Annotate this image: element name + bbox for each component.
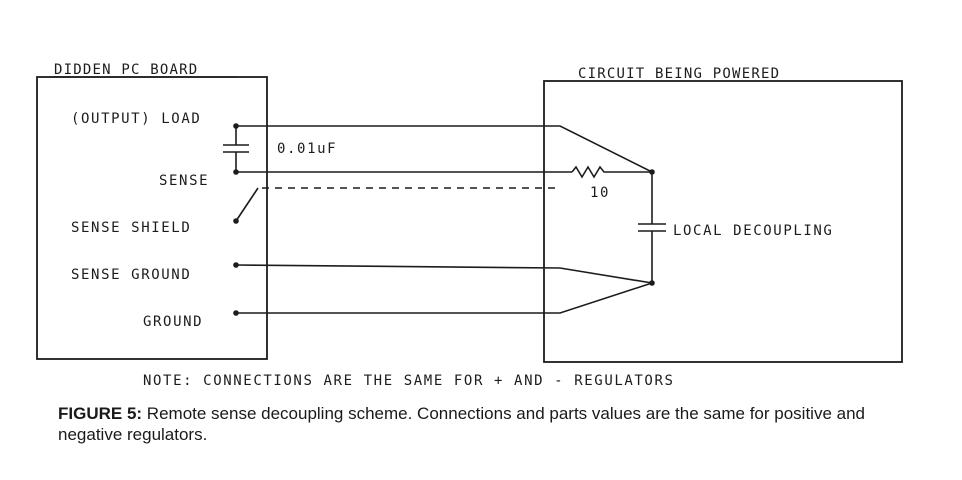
powered-circuit-box	[543, 80, 903, 363]
figure-caption-label: FIGURE 5:	[58, 404, 143, 423]
load-wire	[236, 125, 653, 173]
ground-wire	[236, 282, 653, 314]
resistor-value-label: 10	[590, 185, 610, 201]
diagram-note: NOTE: CONNECTIONS ARE THE SAME FOR + AND…	[143, 373, 675, 389]
sense-shield-link	[235, 187, 259, 222]
output-load-label: (OUTPUT) LOAD	[71, 111, 201, 127]
board-capacitor	[223, 126, 249, 172]
figure-caption: FIGURE 5: Remote sense decoupling scheme…	[58, 403, 928, 445]
ground-label: GROUND	[143, 314, 203, 330]
sense-ground-wire	[235, 264, 653, 284]
powered-circuit-title: CIRCUIT BEING POWERED	[578, 66, 780, 82]
sense-shield-label: SENSE SHIELD	[71, 220, 191, 236]
capacitor-value-label: 0.01uF	[277, 141, 337, 157]
schematic-diagram: DIDDEN PC BOARD CIRCUIT BEING POWERED (O…	[36, 62, 903, 389]
local-decoupling-label: LOCAL DECOUPLING	[673, 223, 833, 239]
sense-resistor	[571, 165, 652, 179]
sense-ground-label: SENSE GROUND	[71, 267, 191, 283]
sense-label: SENSE	[159, 173, 209, 189]
figure-caption-text: Remote sense decoupling scheme. Connecti…	[58, 404, 865, 444]
local-decoupling-capacitor	[638, 172, 666, 283]
pc-board-title: DIDDEN PC BOARD	[54, 62, 198, 78]
